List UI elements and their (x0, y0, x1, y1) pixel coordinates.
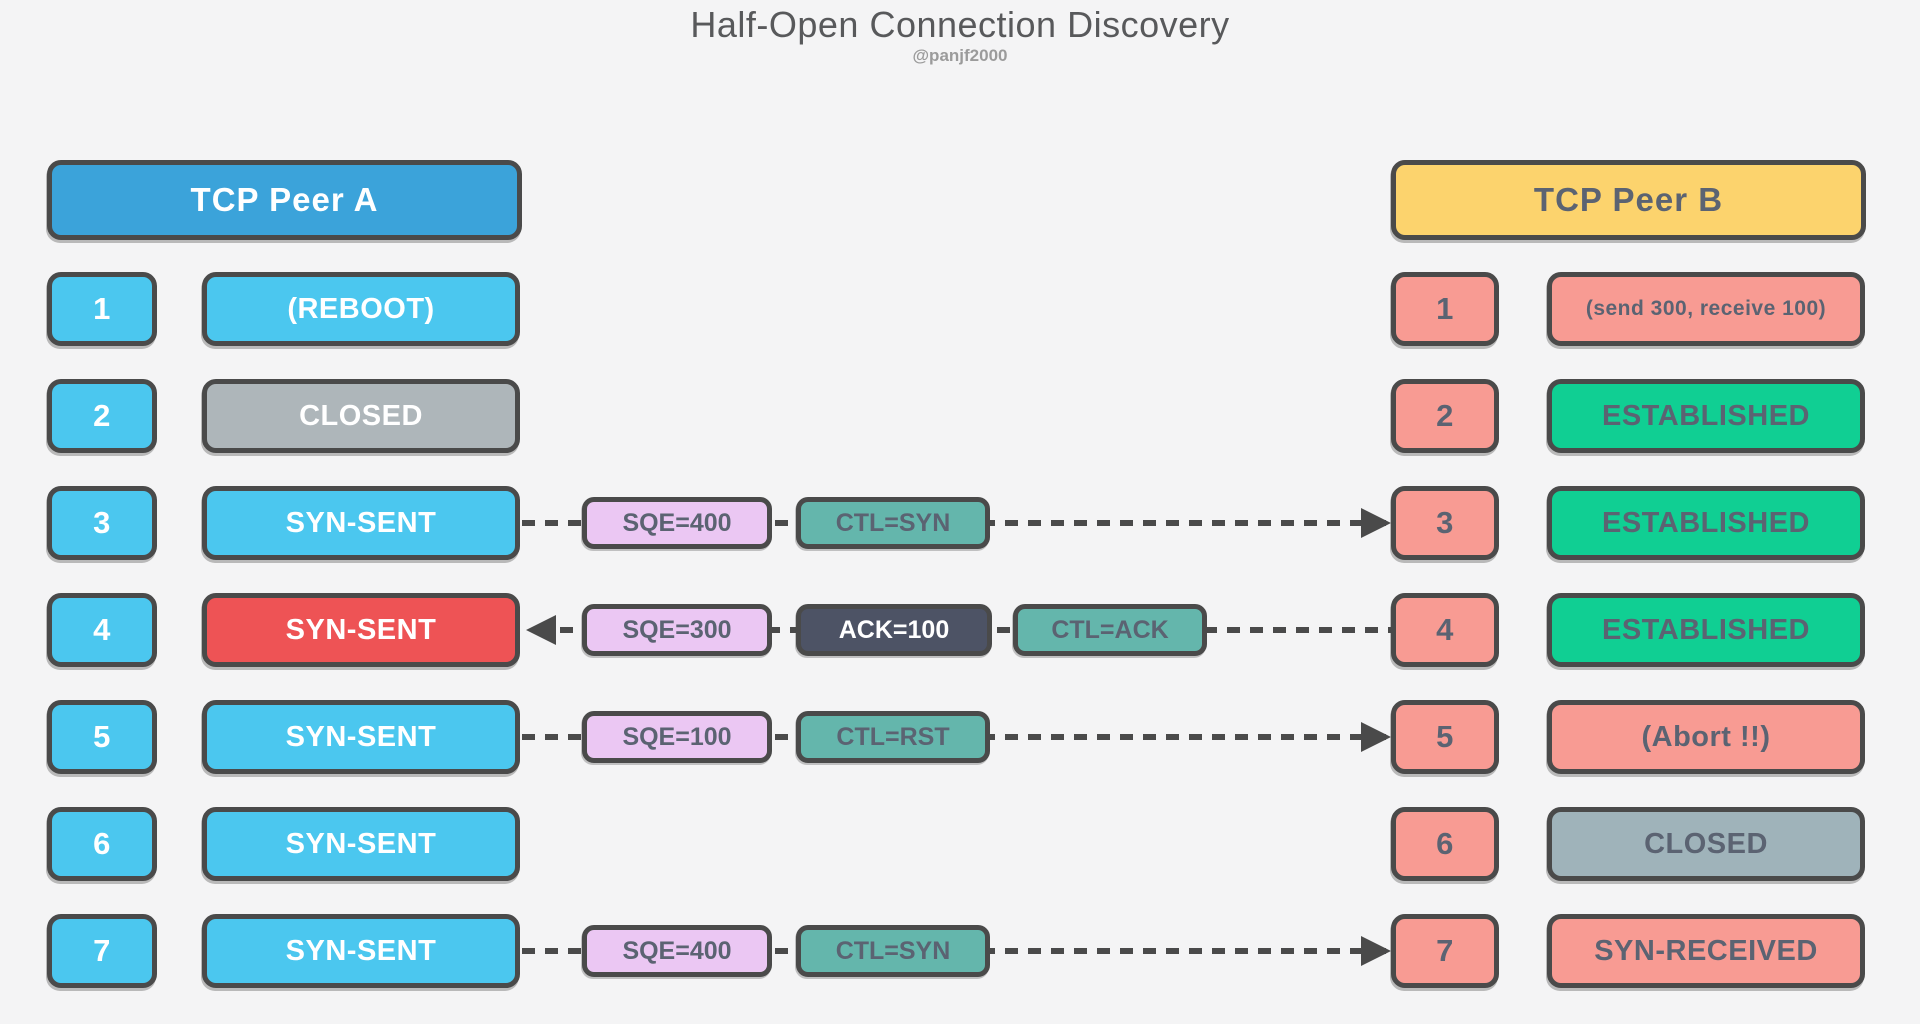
peer-a-state-box: SYN-SENT (202, 700, 520, 774)
step-number-peer-a: 4 (47, 593, 157, 667)
peer-b-state-box: ESTABLISHED (1547, 593, 1865, 667)
segment-seq-box: SQE=400 (582, 925, 772, 977)
arrow-left-icon (526, 615, 556, 645)
step-number-peer-b: 4 (1391, 593, 1499, 667)
peer-a-state-box: SYN-SENT (202, 914, 520, 988)
segment-ack-box: ACK=100 (796, 604, 992, 656)
author-handle: @panjf2000 (912, 46, 1008, 65)
step-row-1: 1 (REBOOT) 1 (send 300, receive 100) (0, 272, 1920, 346)
step-row-5: 5 SYN-SENT SQE=100 CTL=RST 5 (Abort !!) (0, 700, 1920, 774)
step-number-peer-b: 1 (1391, 272, 1499, 346)
segment-seq-box: SQE=400 (582, 497, 772, 549)
step-number-peer-a: 6 (47, 807, 157, 881)
peer-b-header: TCP Peer B (1391, 160, 1866, 240)
step-number-peer-b: 6 (1391, 807, 1499, 881)
step-number-peer-a: 3 (47, 486, 157, 560)
step-number-peer-a: 7 (47, 914, 157, 988)
segment-ctl-box: CTL=RST (796, 711, 990, 763)
peer-a-state-box: (REBOOT) (202, 272, 520, 346)
peer-a-header: TCP Peer A (47, 160, 522, 240)
step-row-3: 3 SYN-SENT SQE=400 CTL=SYN 3 ESTABLISHED (0, 486, 1920, 560)
step-number-peer-b: 3 (1391, 486, 1499, 560)
step-number-peer-b: 5 (1391, 700, 1499, 774)
segment-seq-box: SQE=300 (582, 604, 772, 656)
step-row-7: 7 SYN-SENT SQE=400 CTL=SYN 7 SYN-RECEIVE… (0, 914, 1920, 988)
step-number-peer-a: 2 (47, 379, 157, 453)
step-row-2: 2 CLOSED 2 ESTABLISHED (0, 379, 1920, 453)
peer-a-state-box: CLOSED (202, 379, 520, 453)
peer-b-state-box: ESTABLISHED (1547, 486, 1865, 560)
peer-b-state-box: SYN-RECEIVED (1547, 914, 1865, 988)
arrow-right-icon (1361, 936, 1391, 966)
step-row-6: 6 SYN-SENT 6 CLOSED (0, 807, 1920, 881)
peer-a-state-box: SYN-SENT (202, 593, 520, 667)
peer-b-state-box: ESTABLISHED (1547, 379, 1865, 453)
arrow-right-icon (1361, 508, 1391, 538)
page-title: Half-Open Connection Discovery (690, 4, 1230, 45)
peer-a-state-box: SYN-SENT (202, 807, 520, 881)
arrow-right-icon (1361, 722, 1391, 752)
step-number-peer-a: 1 (47, 272, 157, 346)
segment-seq-box: SQE=100 (582, 711, 772, 763)
step-number-peer-b: 7 (1391, 914, 1499, 988)
segment-ctl-box: CTL=SYN (796, 497, 990, 549)
segment-ctl-box: CTL=ACK (1013, 604, 1207, 656)
peer-b-state-box: (send 300, receive 100) (1547, 272, 1865, 346)
step-number-peer-b: 2 (1391, 379, 1499, 453)
step-number-peer-a: 5 (47, 700, 157, 774)
step-row-4: 4 SYN-SENT SQE=300 ACK=100 CTL=ACK 4 EST… (0, 593, 1920, 667)
peer-b-state-box: (Abort !!) (1547, 700, 1865, 774)
peer-b-state-box: CLOSED (1547, 807, 1865, 881)
peer-a-state-box: SYN-SENT (202, 486, 520, 560)
segment-ctl-box: CTL=SYN (796, 925, 990, 977)
